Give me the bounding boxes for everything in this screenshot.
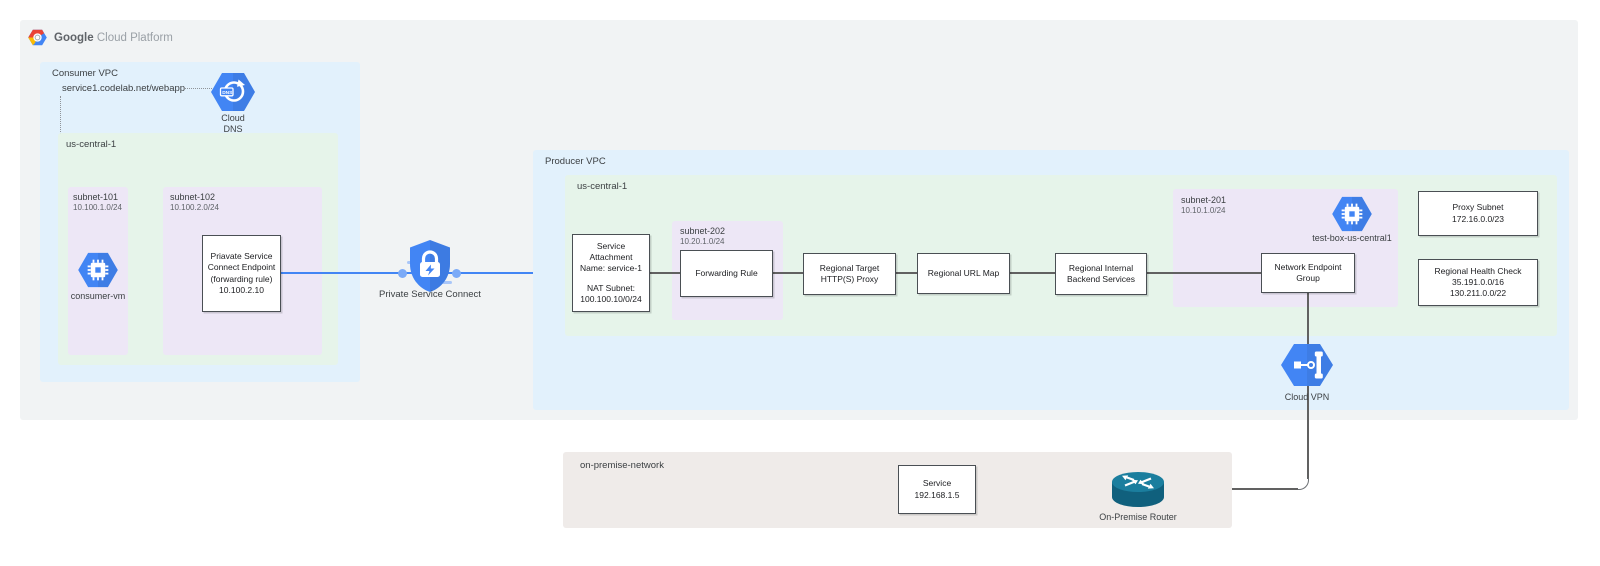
- health-check-line2: 35.191.0.0/16: [1452, 276, 1504, 287]
- on-premise-service-line2: 192.168.1.5: [914, 489, 960, 500]
- psc-line-dot-left: [398, 268, 407, 278]
- service-attachment-line3: Name: service-1: [580, 262, 642, 273]
- connector-sa-fr: [650, 272, 680, 274]
- proxy-subnet-line1: Proxy Subnet: [1452, 202, 1504, 213]
- proxy-subnet-box: Proxy Subnet 172.16.0.0/23: [1418, 191, 1538, 236]
- regional-target-proxy-line2: HTTP(S) Proxy: [820, 274, 879, 284]
- connector-fr-proxy: [773, 272, 803, 274]
- private-service-connect-label: Private Service Connect: [379, 289, 481, 300]
- subnet-102-cidr: 10.100.2.0/24: [170, 203, 219, 212]
- health-check-line1: Regional Health Check: [1434, 265, 1522, 276]
- google-cloud-logo-icon: [28, 29, 47, 46]
- producer-vpc-label: Producer VPC: [545, 156, 606, 167]
- connector-corner: [1297, 478, 1309, 490]
- brand-cloud-platform: Cloud Platform: [96, 31, 173, 44]
- psc-endpoint-line3: (forwarding rule): [210, 273, 273, 284]
- test-box-vm-icon: [1332, 196, 1372, 232]
- neg-line2: Group: [1296, 273, 1320, 283]
- service-attachment-line2: Attachment: [589, 251, 633, 262]
- producer-region-label: us-central-1: [577, 181, 628, 192]
- subnet-202-name: subnet-202: [680, 226, 726, 236]
- consumer-region-label: us-central-1: [66, 139, 117, 150]
- regional-health-check-box: Regional Health Check 35.191.0.0/16 130.…: [1418, 259, 1538, 306]
- consumer-vm-label: consumer-vm: [70, 291, 126, 301]
- connector-urlmap-backend: [1010, 272, 1055, 274]
- private-service-connect-icon: [410, 240, 450, 292]
- neg-line1: Network Endpoint: [1274, 261, 1342, 272]
- cloud-vpn-label: Cloud VPN: [1284, 392, 1330, 402]
- psc-endpoint-box: Priavate Service Connect Endpoint (forwa…: [202, 235, 281, 312]
- service-attachment-box: Service Attachment Name: service-1 NAT S…: [572, 234, 650, 312]
- regional-url-map-label: Regional URL Map: [927, 267, 1000, 278]
- psc-endpoint-line2: Connect Endpoint: [207, 262, 276, 273]
- on-premise-router-label: On-Premise Router: [1099, 512, 1177, 522]
- subnet-101-cidr: 10.100.1.0/24: [73, 203, 122, 212]
- cloud-dns-icon-text: DNS: [222, 90, 233, 96]
- regional-backend-services-box: Regional Internal Backend Services: [1055, 253, 1147, 295]
- service-attachment-line4: NAT Subnet:: [587, 283, 635, 294]
- subnet-201-cidr: 10.10.1.0/24: [1181, 206, 1226, 215]
- regional-target-proxy-box: Regional Target HTTP(S) Proxy: [803, 253, 896, 295]
- network-endpoint-group-box: Network Endpoint Group: [1261, 253, 1355, 293]
- on-premise-network-label: on-premise-network: [580, 460, 664, 471]
- regional-target-proxy-line1: Regional Target: [819, 262, 880, 273]
- cloud-dns-label-line1: Cloud: [221, 113, 245, 123]
- subnet-201-name: subnet-201: [1181, 195, 1227, 205]
- regional-backend-line2: Backend Services: [1066, 274, 1136, 284]
- forwarding-rule-box: Forwarding Rule: [680, 250, 773, 297]
- service-attachment-line5: 100.100.10/0/24: [580, 294, 642, 305]
- test-box-label: test-box-us-central1: [1312, 233, 1392, 243]
- regional-backend-line1: Regional Internal: [1068, 262, 1134, 273]
- subnet-101-name: subnet-101: [73, 192, 119, 202]
- service-attachment-line1: Service: [596, 240, 626, 251]
- connector-proxy-urlmap: [896, 272, 917, 274]
- regional-url-map-box: Regional URL Map: [917, 253, 1010, 294]
- cloud-dns-label-line2: DNS: [223, 124, 243, 134]
- cloud-vpn-icon: [1281, 344, 1333, 386]
- forwarding-rule-label: Forwarding Rule: [695, 267, 758, 278]
- cloud-dns-icon: DNS: [211, 73, 255, 111]
- brand-text: Google Cloud Platform: [54, 32, 173, 44]
- psc-endpoint-line1: Priavate Service: [210, 251, 273, 262]
- consumer-vm-icon: [78, 252, 118, 288]
- on-premise-service-box: Service 192.168.1.5: [898, 465, 976, 514]
- on-premise-router-icon: [1112, 472, 1164, 507]
- dns-dotted-connector: [184, 88, 212, 89]
- dns-record-text: service1.codelab.net/webapp: [62, 83, 186, 94]
- proxy-subnet-line2: 172.16.0.0/23: [1452, 213, 1504, 224]
- subnet-102-name: subnet-102: [170, 192, 216, 202]
- connector-backend-neg: [1147, 272, 1261, 274]
- psc-endpoint-line4: 10.100.2.10: [219, 284, 264, 295]
- health-check-line3: 130.211.0.0/22: [1449, 288, 1507, 299]
- on-premise-service-line1: Service: [922, 478, 952, 489]
- subnet-202-cidr: 10.20.1.0/24: [680, 237, 725, 246]
- psc-line-dot-right: [452, 268, 461, 278]
- gcp-header: Google Cloud Platform: [28, 29, 173, 46]
- brand-google: Google: [54, 31, 94, 44]
- psc-line-dash-right: [442, 281, 452, 284]
- consumer-vpc-label: Consumer VPC: [52, 68, 118, 79]
